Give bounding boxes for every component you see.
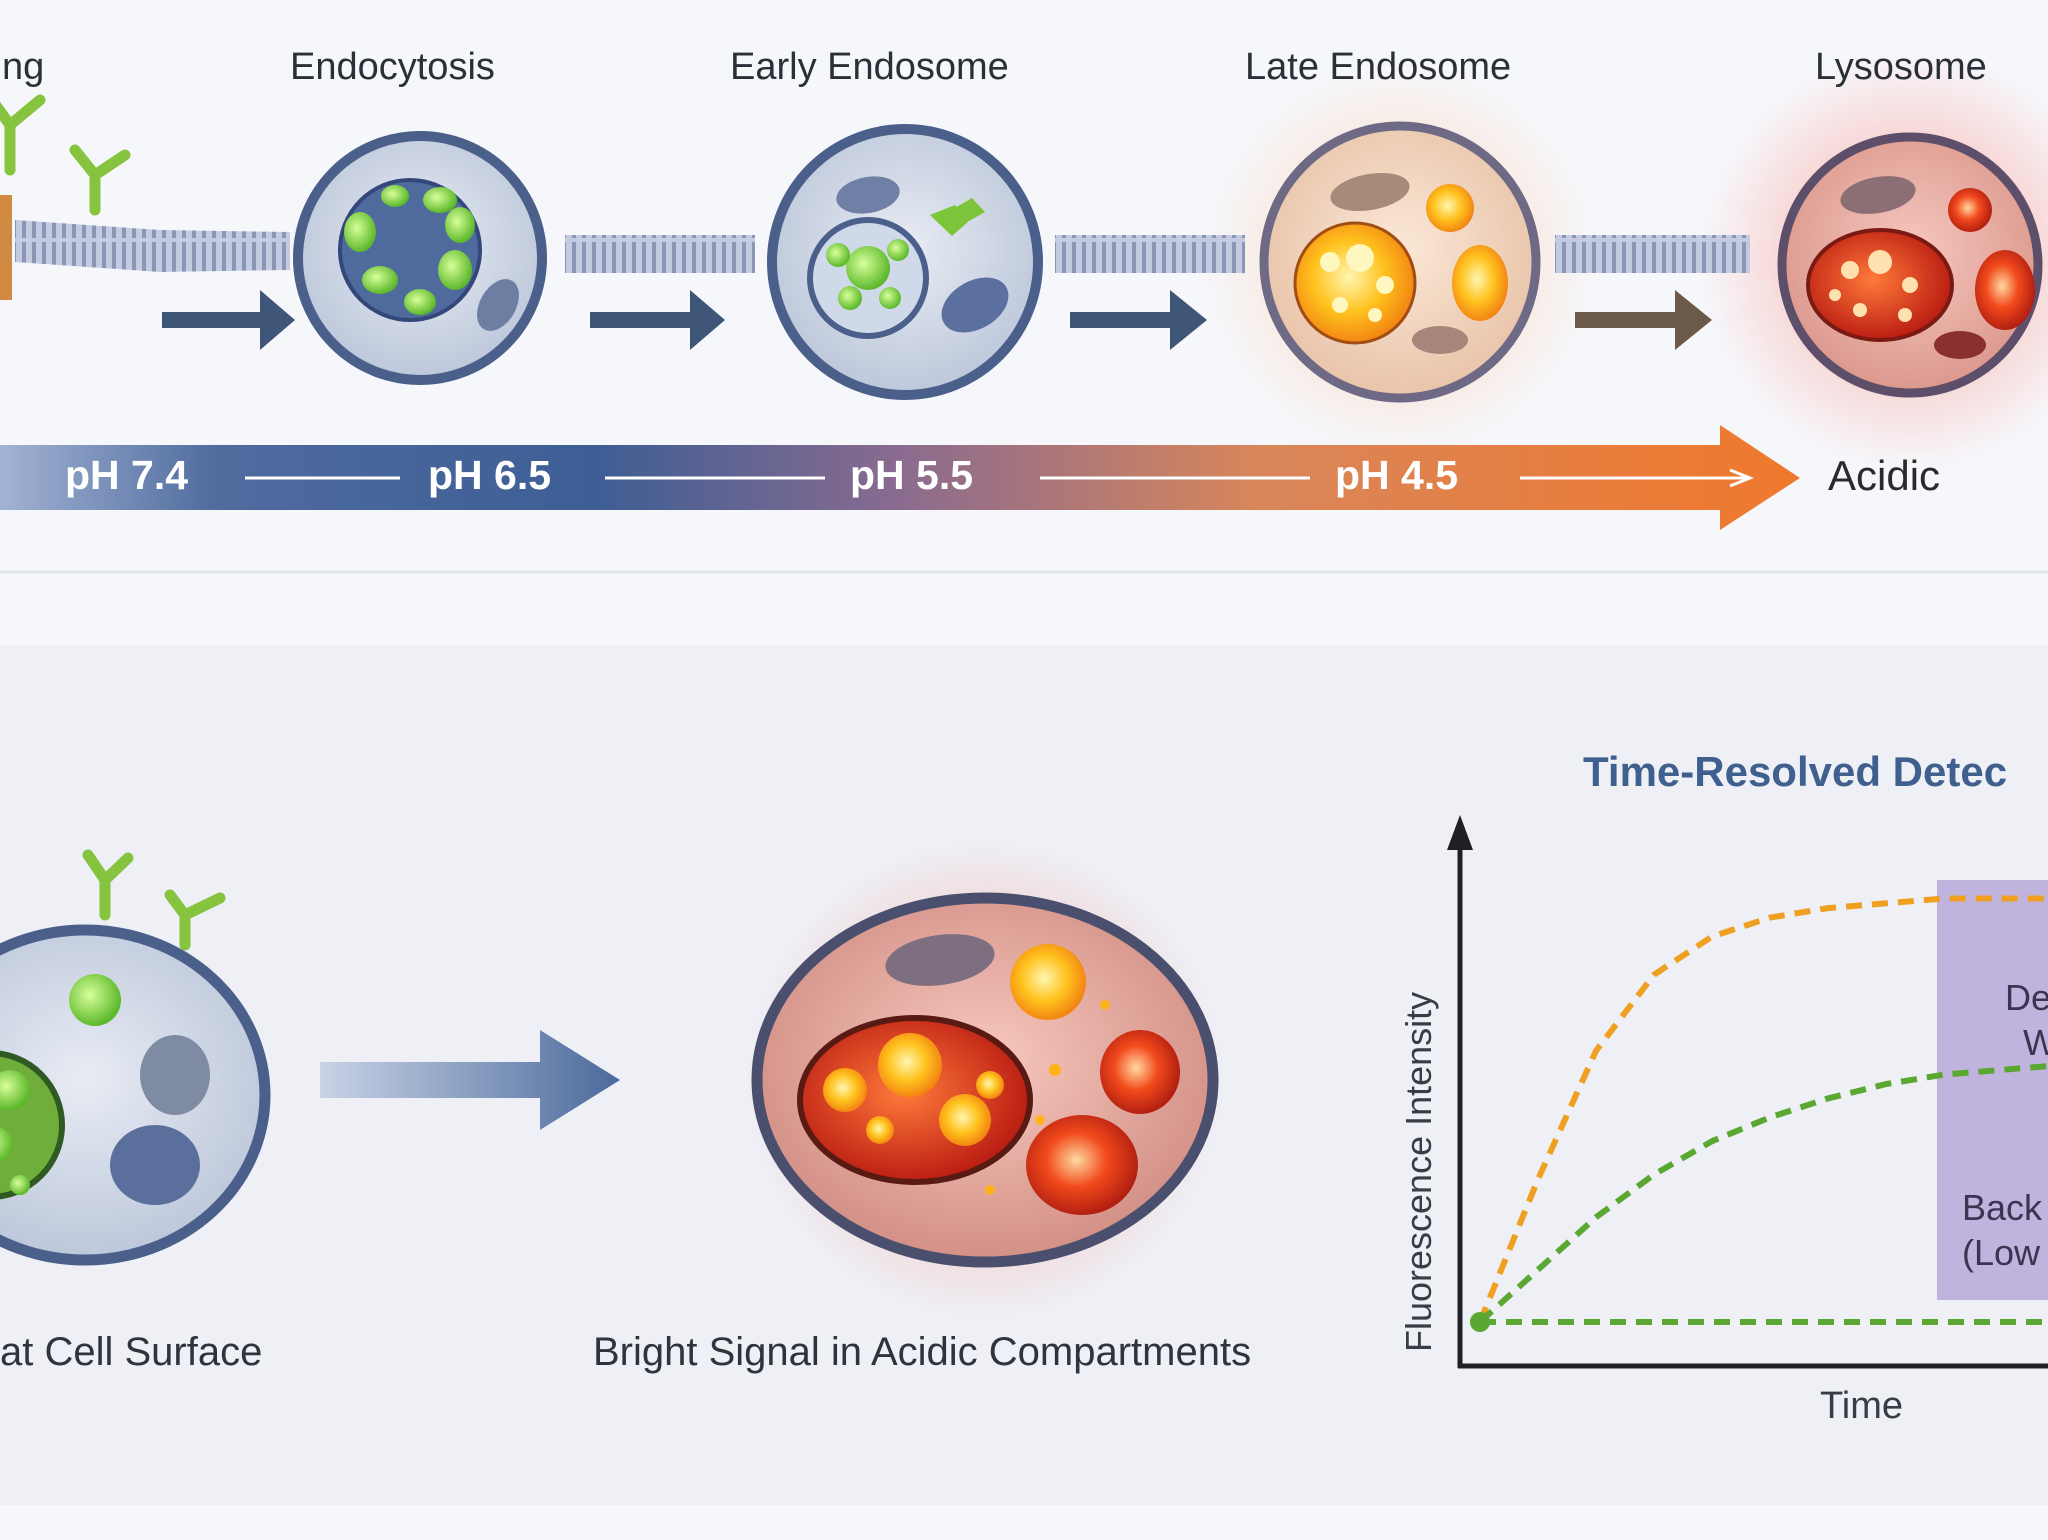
y-axis-label: Fluorescence Intensity — [1398, 991, 1439, 1352]
acidic-label: Acidic — [1828, 452, 1941, 499]
membrane-strip — [15, 220, 1750, 273]
green-leaf-icon — [930, 198, 985, 236]
lysosome-vesicle — [1777, 132, 2043, 398]
stage-label-early-endosome: Early Endosome — [730, 46, 1009, 88]
stage-label-endocytosis: Endocytosis — [290, 46, 495, 88]
stage-label-lysosome: Lysosome — [1815, 46, 1987, 88]
x-axis-label: Time — [1820, 1385, 1904, 1427]
endocytosis-vesicle — [293, 131, 547, 385]
stage-label-late-endosome: Late Endosome — [1245, 46, 1512, 88]
detection-window-line-1: De — [2005, 977, 2048, 1018]
chart-series — [1477, 895, 2048, 1325]
early-endosome-vesicle — [767, 124, 1043, 400]
background-line-1: Back — [1962, 1187, 2043, 1228]
ph-label-4-5: pH 4.5 — [1335, 452, 1459, 498]
transition-arrow — [320, 1030, 620, 1130]
left-caption: at Cell Surface — [0, 1330, 263, 1374]
surface-cell — [0, 849, 271, 1266]
late-endosome-vesicle — [1259, 121, 1541, 403]
detection-window — [1937, 880, 2048, 1300]
acidic-compartment-cell — [745, 840, 1225, 1320]
detection-window-line-2: W — [2023, 1022, 2048, 1063]
antibody-icon — [0, 94, 131, 216]
detection-window-label: De W — [2005, 975, 2048, 1065]
receptor-icon — [0, 195, 12, 300]
series-origin-dot — [1470, 1312, 1490, 1332]
right-caption: Bright Signal in Acidic Compartments — [593, 1330, 1252, 1374]
ph-label-6-5: pH 6.5 — [428, 452, 552, 498]
series-line-1 — [1477, 1063, 2048, 1325]
ph-gradient-arrow — [0, 425, 1800, 530]
chart-title: Time-Resolved Detec — [1583, 748, 2008, 795]
stage-arrows — [162, 290, 1712, 350]
time-resolved-chart — [1447, 815, 2048, 1369]
series-line-0 — [1477, 895, 2048, 1324]
background-label: Back (Low — [1962, 1185, 2042, 1275]
stage-label-cell-surface: ng — [2, 46, 45, 88]
surface-antibody-icon — [82, 849, 226, 951]
background-line-2: (Low — [1962, 1232, 2041, 1273]
y-axis-arrowhead — [1447, 815, 1473, 850]
ph-label-7-4: pH 7.4 — [65, 452, 189, 498]
ph-label-5-5: pH 5.5 — [850, 452, 974, 498]
